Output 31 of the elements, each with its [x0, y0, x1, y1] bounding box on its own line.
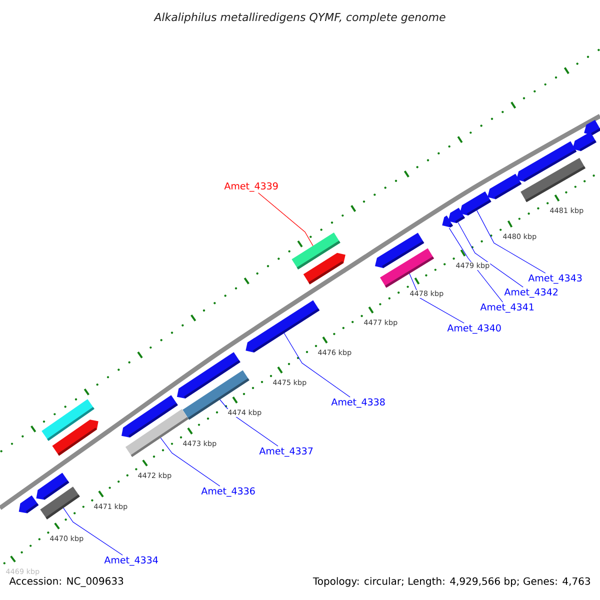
gene-block [246, 300, 320, 352]
gene-label: Amet_4343 [528, 274, 582, 284]
leader-line [220, 399, 278, 446]
gene-block [584, 120, 600, 136]
leader-line [63, 508, 123, 556]
leader-line [160, 438, 220, 486]
gene-label: Amet_4336 [201, 487, 255, 497]
leader-line [448, 228, 504, 302]
gene-label: Amet_4341 [480, 303, 534, 313]
leader-line [284, 332, 350, 398]
leader-line [458, 222, 524, 288]
gene-block [52, 420, 98, 456]
accession-text: Accession: NC_009633 [9, 577, 124, 587]
gene-label: Amet_4339 [224, 182, 278, 192]
leader-line [476, 210, 546, 274]
gene-block [18, 495, 39, 514]
leader-line [409, 273, 464, 324]
gene-block [460, 191, 492, 216]
genome-info-text: Topology: circular; Length: 4,929,566 bp; Genes: 4,763 [312, 577, 590, 587]
gene-label: Amet_4337 [259, 447, 313, 457]
gene-block [520, 158, 586, 202]
gene-block [572, 132, 596, 152]
gene-label: Amet_4342 [504, 288, 558, 298]
gene-block [380, 248, 434, 288]
gene-label: Amet_4340 [447, 324, 501, 334]
gene-block [303, 252, 346, 284]
leader-line [258, 192, 314, 246]
gene-label: Amet_4338 [331, 398, 385, 408]
title: Alkaliphilus metalliredigens QYMF, complete genome [154, 12, 446, 24]
gene-label: Amet_4334 [104, 556, 158, 566]
gene-block [40, 486, 80, 520]
